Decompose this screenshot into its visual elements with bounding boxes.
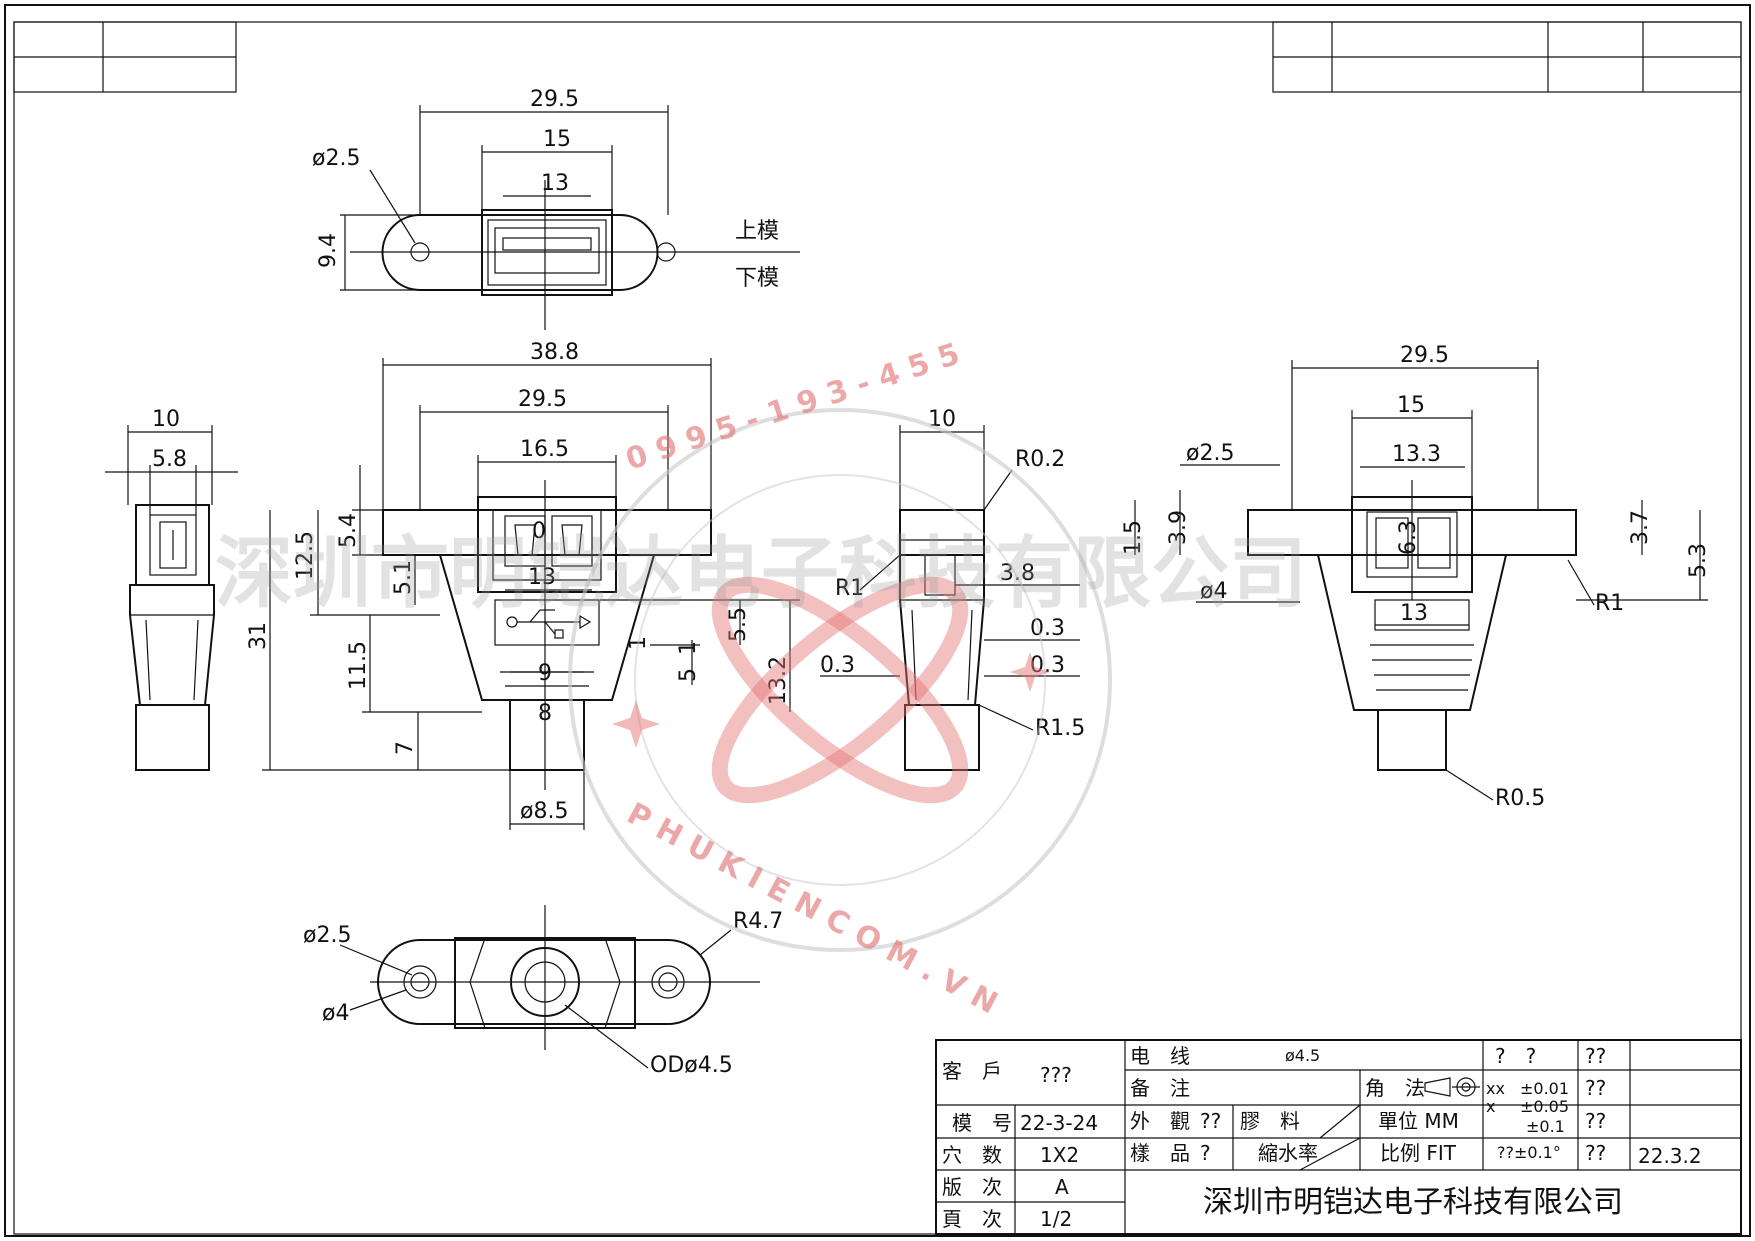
rear-dim-3-9: 3.9	[1166, 510, 1191, 545]
tb-customer-value: ???	[1040, 1063, 1072, 1087]
tb-wire-label: 电 线	[1130, 1044, 1190, 1068]
front-dim-od: ø8.5	[520, 799, 568, 824]
left-dim-5-8: 5.8	[152, 447, 187, 472]
front-dim-5: 5	[676, 668, 701, 682]
tb-appearance-value: ??	[1200, 1109, 1221, 1133]
rear-dim-4: ø4	[1200, 579, 1227, 604]
watermark-phone: 0 9 9 5 - 1 9 3 - 4 5 5	[622, 337, 964, 478]
dim-15: 15	[543, 127, 571, 152]
inner-frame	[13, 21, 1742, 1235]
front-dim-5-1: 5.1	[391, 560, 416, 595]
rear-view: 29.5 15 13.3 ø2.5 ø4 1.5 3.9 3.7 5.3 R1 …	[1121, 343, 1711, 811]
watermark-company: 深圳市明铠达电子科技有限公司	[215, 529, 1307, 619]
tb-col-c: ??	[1585, 1109, 1606, 1133]
bottom-cable-od: ODø4.5	[650, 1053, 733, 1078]
rear-dim-1-5: 1.5	[1121, 520, 1146, 555]
tb-angle-label: 角 法	[1365, 1076, 1425, 1100]
front-dim-5-4: 5.4	[336, 513, 361, 548]
bottom-hole: ø2.5	[303, 923, 351, 948]
tb-col-a: ??	[1585, 1044, 1606, 1068]
tb-tol-001: ±0.01	[1520, 1079, 1569, 1098]
front-dim-1b: 1	[676, 641, 701, 655]
front-dim-12-5: 12.5	[293, 531, 318, 580]
tb-page-label: 頁 次	[942, 1207, 1002, 1231]
tb-version-value: A	[1055, 1175, 1069, 1199]
rear-dim-29-5: 29.5	[1400, 343, 1449, 368]
watermark-site: P H U K I E N C O M . V N	[621, 796, 1003, 1021]
tb-col-d: ??	[1585, 1141, 1606, 1165]
tb-date: 22.3.2	[1638, 1144, 1702, 1168]
front-dim-31: 31	[246, 622, 271, 650]
tb-model-label: 模 号	[952, 1111, 1012, 1135]
dim-13: 13	[541, 171, 569, 196]
bottom-view: ø2.5 ø4 R4.7 ODø4.5	[303, 905, 783, 1078]
dim-hole: ø2.5	[312, 146, 360, 171]
rear-dim-13: 13	[1400, 601, 1428, 626]
tb-sample-value: ?	[1200, 1141, 1211, 1165]
front-dim-9: 9	[538, 661, 552, 686]
top-view: 29.5 15 13 ø2.5 9.4 上模 下模	[312, 87, 800, 330]
front-dim-8: 8	[538, 701, 552, 726]
front-dim-5-5: 5.5	[726, 607, 751, 642]
revision-block-left	[13, 21, 237, 93]
tb-tol-q2: ??±0.1°	[1497, 1143, 1561, 1162]
tb-company: 深圳市明铠达电子科技有限公司	[1203, 1185, 1623, 1220]
front-view: 38.8 29.5 16.5 13 9 ø8.5 8 0 5.4 12.5 5.…	[246, 340, 800, 830]
front-dim-11-5: 11.5	[346, 641, 371, 690]
front-dim-7: 7	[393, 741, 418, 755]
tb-glue-label: 膠 料	[1240, 1109, 1300, 1133]
tb-tol-x: x	[1486, 1097, 1495, 1116]
rear-dim-5-3: 5.3	[1686, 543, 1711, 578]
side-r-1-5: R1.5	[1035, 716, 1085, 741]
bottom-hole-outer: ø4	[322, 1001, 349, 1026]
lower-mold-label: 下模	[735, 266, 779, 291]
rear-r-0-5: R0.5	[1495, 786, 1545, 811]
side-dim-0-3b: 0.3	[820, 653, 855, 678]
dim-29-5: 29.5	[530, 87, 579, 112]
side-r-0-2: R0.2	[1015, 447, 1065, 472]
tb-tol-q1: ? ?	[1495, 1044, 1536, 1068]
front-dim-38-8: 38.8	[530, 340, 579, 365]
tb-shrink-label: 縮水率	[1258, 1141, 1318, 1165]
tb-col-b: ??	[1585, 1076, 1606, 1100]
dim-9-4: 9.4	[316, 233, 341, 268]
rear-hole: ø2.5	[1186, 441, 1234, 466]
rear-r-1: R1	[1595, 591, 1624, 616]
left-dim-10: 10	[152, 407, 180, 432]
tb-unit-label: 單位 MM	[1378, 1109, 1459, 1133]
tb-tol-xx: xx	[1486, 1079, 1505, 1098]
rear-dim-3-7: 3.7	[1628, 510, 1653, 545]
left-view: 10 5.8	[105, 407, 238, 771]
front-dim-13-2: 13.2	[766, 656, 791, 705]
tb-scale-label: 比例 FIT	[1380, 1141, 1457, 1165]
tb-holes-label: 穴 数	[942, 1143, 1002, 1167]
front-dim-0: 0	[532, 519, 546, 544]
tb-page-value: 1/2	[1040, 1207, 1072, 1231]
tb-model-value: 22-3-24	[1020, 1111, 1098, 1135]
title-block: 客 戶 ??? 模 号 22-3-24 穴 数 1X2 版 次 A 頁 次 1/…	[935, 1039, 1742, 1235]
tb-version-label: 版 次	[942, 1175, 1002, 1199]
front-dim-16-5: 16.5	[520, 437, 569, 462]
usb-icon	[506, 609, 592, 639]
rear-dim-6-3: 6.3	[1396, 520, 1421, 555]
upper-mold-label: 上模	[735, 219, 779, 244]
tb-tol-005: ±0.05	[1520, 1097, 1569, 1116]
tb-holes-value: 1X2	[1040, 1143, 1079, 1167]
tb-wire-value: ø4.5	[1285, 1046, 1320, 1065]
front-dim-13: 13	[528, 565, 556, 590]
revision-block-right	[1272, 21, 1742, 93]
tb-note-label: 备 注	[1130, 1076, 1190, 1100]
outer-frame	[4, 4, 1751, 1237]
tb-sample-label: 樣 品	[1130, 1141, 1190, 1165]
front-dim-29-5: 29.5	[518, 387, 567, 412]
rear-dim-13-3: 13.3	[1392, 442, 1441, 467]
tb-appearance-label: 外 觀	[1130, 1109, 1190, 1133]
side-r-1: R1	[835, 576, 864, 601]
side-dim-3-8: 3.8	[1000, 561, 1035, 586]
tb-customer-label: 客 戶	[942, 1059, 1002, 1083]
rear-dim-15: 15	[1397, 393, 1425, 418]
projection-symbol-icon	[1424, 1077, 1480, 1097]
tb-tol-01: ±0.1	[1526, 1117, 1565, 1136]
